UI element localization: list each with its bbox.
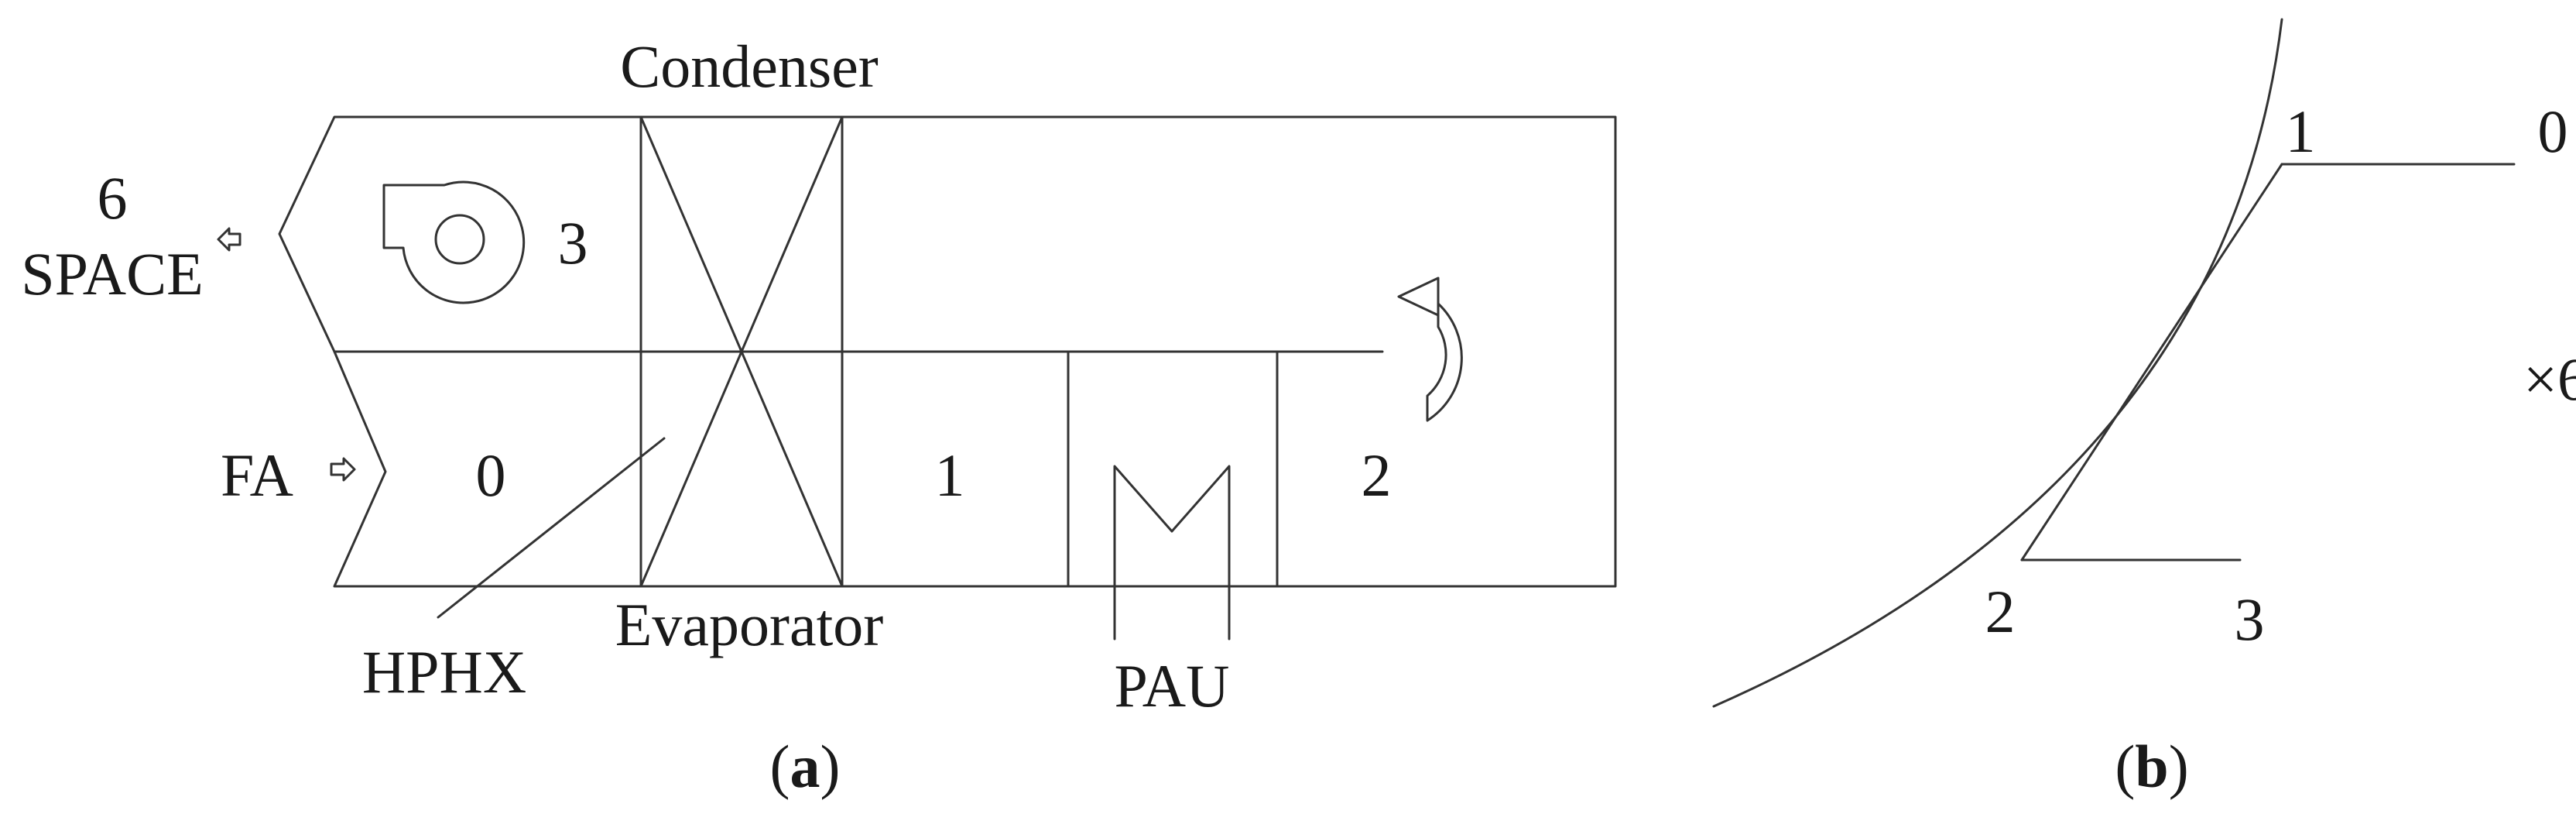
panel-a-schematic: Condenser Evaporator HPHX PAU 6 SPACE FA… (21, 33, 1617, 800)
state-0-label: 0 (476, 441, 506, 509)
point-2-label: 2 (1985, 578, 2016, 645)
fan-icon (382, 180, 526, 304)
condenser-label: Condenser (620, 33, 879, 100)
state-2-label: 2 (1362, 441, 1392, 509)
evaporator-label: Evaporator (615, 591, 884, 658)
pau-label: PAU (1115, 652, 1230, 720)
hphx-label: HPHX (362, 638, 526, 706)
state-6-label: 6 (98, 164, 128, 232)
point-3-label: 3 (2235, 586, 2265, 653)
hphx-exchanger (639, 115, 844, 588)
space-label: SPACE (21, 240, 204, 307)
point-0-label: 0 (2538, 98, 2568, 165)
hphx-leader-line (437, 437, 666, 619)
space-arrow-icon (217, 227, 242, 252)
state-3-label: 3 (558, 209, 588, 276)
point-1-label: 1 (2286, 98, 2316, 165)
pau-coil (1113, 465, 1231, 641)
caption-a: (a) (770, 733, 841, 800)
fa-arrow-icon (330, 457, 356, 482)
duct-outline (278, 115, 1617, 588)
fa-label: FA (221, 441, 293, 509)
caption-b: (b) (2115, 733, 2188, 800)
return-arrow-icon (1397, 276, 1463, 422)
process-line-1-2 (2020, 163, 2283, 562)
pau-unit (1067, 350, 1279, 641)
point-6-label: ×6 (2523, 345, 2576, 413)
state-1-label: 1 (935, 441, 965, 509)
panel-b-process-chart: 1 0 ×6 2 3 (b) (1712, 18, 2576, 800)
